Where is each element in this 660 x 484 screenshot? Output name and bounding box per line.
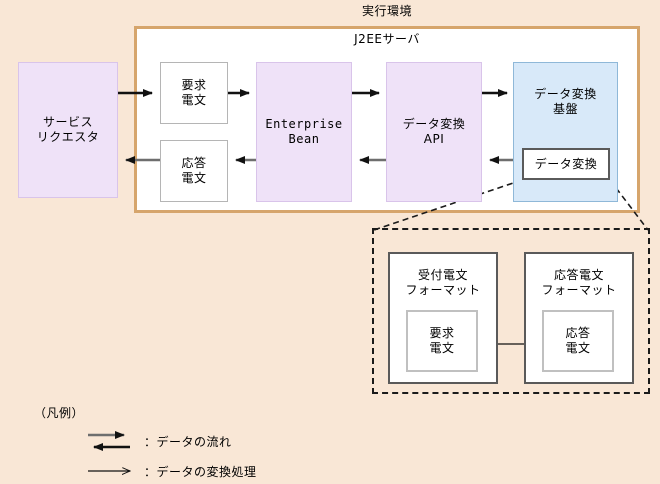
data-conversion-platform-label: データ変換 基盤 xyxy=(534,87,597,116)
detail-request-message-label: 要求 電文 xyxy=(429,326,455,355)
enterprise-bean-box[interactable]: Enterprise Bean xyxy=(256,62,352,202)
service-requester-box[interactable]: サービス リクエスタ xyxy=(18,62,118,198)
detail-response-message-label: 応答 電文 xyxy=(565,326,591,355)
double-arrow-icon xyxy=(88,431,130,451)
conversion-detail-panel xyxy=(372,228,650,394)
legend-item-data-transform: ： データの変換処理 xyxy=(74,458,257,484)
service-requester-label: サービス リクエスタ xyxy=(36,115,100,144)
response-message-box[interactable]: 応答 電文 xyxy=(160,140,228,202)
execution-environment-title: 実行環境 xyxy=(361,4,412,18)
data-conversion-api-box[interactable]: データ変換 API xyxy=(386,62,482,202)
legend-label-data-transform: データの変換処理 xyxy=(156,464,257,479)
data-conversion-api-label: データ変換 API xyxy=(402,117,466,146)
data-conversion-box[interactable]: データ変換 xyxy=(522,148,610,180)
data-conversion-label: データ変換 xyxy=(534,156,598,171)
request-message-box[interactable]: 要求 電文 xyxy=(160,62,228,124)
response-message-format-label: 応答電文 フォーマット xyxy=(541,268,617,297)
enterprise-bean-label: Enterprise Bean xyxy=(265,117,343,146)
data-conversion-platform-box[interactable]: データ変換 基盤 xyxy=(513,62,618,202)
thin-arrow-icon xyxy=(88,458,142,484)
request-message-label: 要求 電文 xyxy=(181,78,207,107)
response-message-label: 応答 電文 xyxy=(181,156,207,185)
detail-request-message-box[interactable]: 要求 電文 xyxy=(406,310,478,372)
legend-item-data-flow: ： データの流れ xyxy=(74,428,232,454)
j2ee-server-title: J2EEサーバ xyxy=(354,32,420,46)
legend: （凡例） ： データの流れ xyxy=(34,406,364,480)
detail-response-message-box[interactable]: 応答 電文 xyxy=(542,310,614,372)
legend-separator-2: ： xyxy=(144,464,157,479)
legend-title: （凡例） xyxy=(34,406,85,420)
receive-message-format-label: 受付電文 フォーマット xyxy=(405,268,481,297)
legend-label-data-flow: データの流れ xyxy=(156,434,232,449)
legend-separator-1: ： xyxy=(144,434,157,449)
